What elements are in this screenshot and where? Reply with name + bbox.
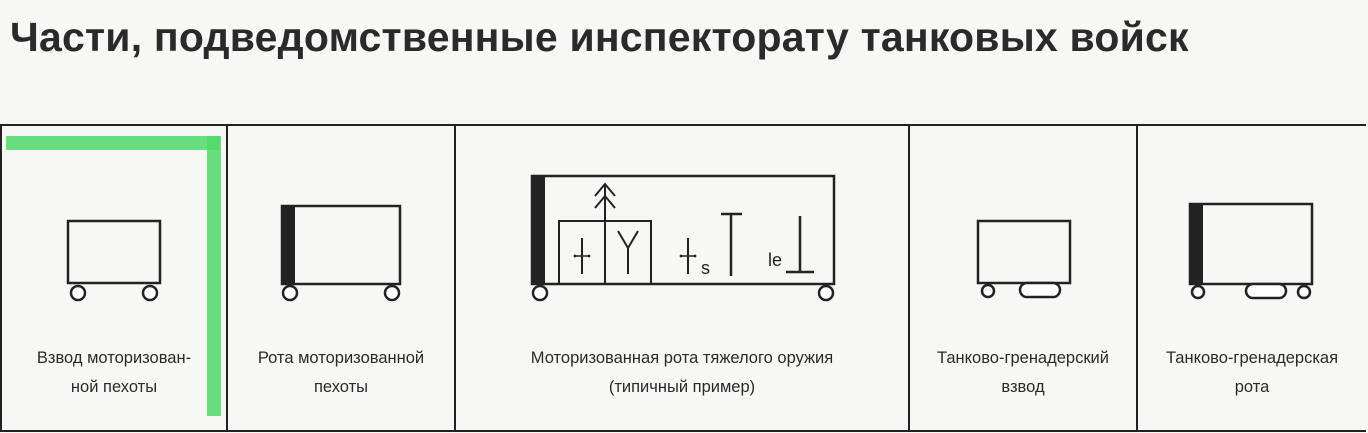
unit-cell-heavy-weapons-company: s le Моторизованная рота тяжелого оружия… <box>454 126 908 430</box>
panzergrenadier-platoon-symbol <box>976 219 1072 299</box>
unit-caption: Танково-гренадерский взвод <box>936 349 1109 396</box>
unit-caption: Танково-гренадерская рота <box>1165 349 1339 396</box>
unit-caption: Моторизованная рота тяжелого оружия (тип… <box>530 349 834 396</box>
symbol-label-s: s <box>701 258 710 278</box>
symbol-label-le: le <box>768 250 782 270</box>
unit-cell-motorized-infantry-platoon: Взвод моторизован- ной пехоты <box>0 126 226 430</box>
unit-caption: Взвод моторизован- ной пехоты <box>36 349 192 396</box>
motorized-infantry-company-symbol <box>280 204 402 302</box>
unit-caption: Рота моторизованной пехоты <box>257 349 425 396</box>
unit-cell-motorized-infantry-company: Рота моторизованной пехоты <box>226 126 454 430</box>
unit-cell-panzergrenadier-platoon: Танково-гренадерский взвод <box>908 126 1136 430</box>
heavy-weapons-company-symbol: s le <box>530 174 836 302</box>
units-table: Взвод моторизован- ной пехоты Рота мотор… <box>0 124 1366 432</box>
panzergrenadier-company-symbol <box>1188 202 1314 300</box>
unit-cell-panzergrenadier-company: Танково-гренадерская рота <box>1136 126 1366 430</box>
motorized-infantry-platoon-symbol <box>66 219 162 302</box>
page-title: Части, подведомственные инспекторату тан… <box>10 14 1189 60</box>
